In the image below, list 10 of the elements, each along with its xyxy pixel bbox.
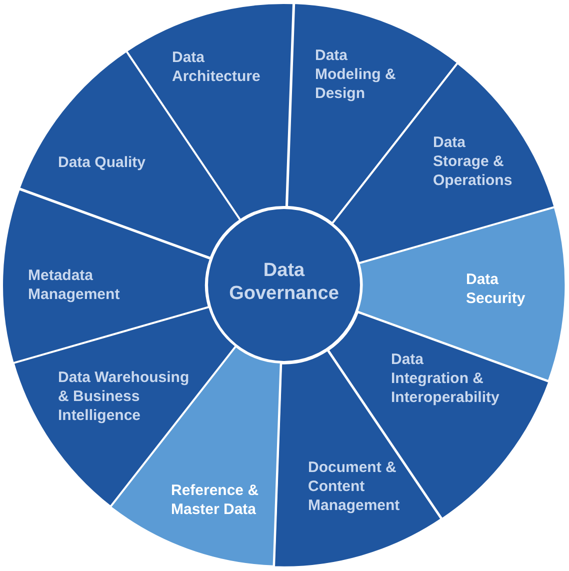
- segment-label: Data Quality: [58, 152, 147, 172]
- segment-label: Metadata Management: [28, 266, 121, 304]
- segment-label: Data Security: [466, 270, 526, 308]
- hub-label: Data Governance: [229, 259, 339, 305]
- segment-label: Data Warehousing & Business Intelligence: [58, 368, 190, 425]
- segment-label: Document & Content Management: [308, 458, 401, 515]
- segment-label: Data Storage & Operations: [432, 132, 514, 190]
- segment-label: Data Architecture: [172, 48, 262, 86]
- segment-label: Reference & Master Data: [170, 480, 260, 519]
- segment-label: Data Modeling & Design: [314, 46, 397, 103]
